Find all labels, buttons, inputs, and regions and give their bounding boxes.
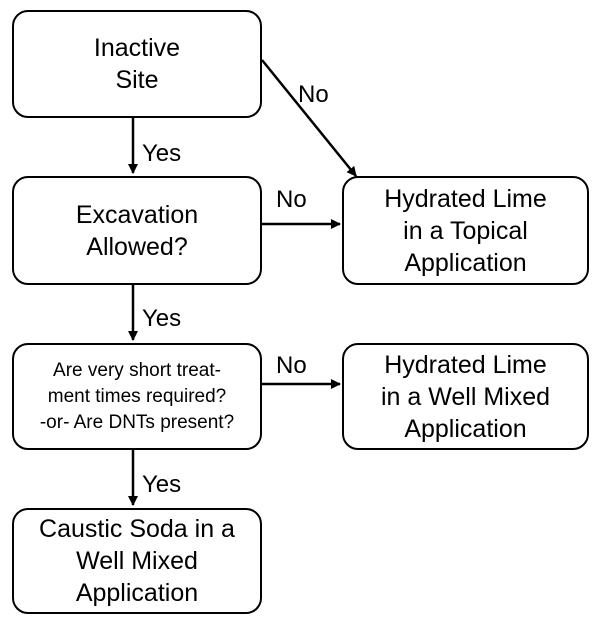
arrow-inactive-to-topical [261, 59, 357, 177]
node-short-times-question-text: Are very short treat- ment times require… [39, 359, 235, 433]
node-inactive-site: Inactive Site [12, 10, 262, 118]
node-caustic-soda: Caustic Soda in a Well Mixed Application [12, 508, 262, 614]
edge-label-question-well-mixed: No [276, 352, 307, 379]
node-lime-topical-text: Hydrated Lime in a Topical Application [384, 184, 547, 277]
edge-label-excavation-question: Yes [142, 305, 182, 332]
node-lime-topical: Hydrated Lime in a Topical Application [342, 176, 589, 285]
node-inactive-site-text: Inactive Site [93, 34, 181, 94]
node-lime-well-mixed-text: Hydrated Lime in a Well Mixed Applicatio… [380, 350, 551, 443]
node-caustic-soda-text: Caustic Soda in a Well Mixed Application [39, 515, 235, 607]
node-excavation-allowed: Excavation Allowed? [12, 176, 262, 285]
node-lime-well-mixed: Hydrated Lime in a Well Mixed Applicatio… [342, 343, 589, 450]
edge-label-inactive-excavation: Yes [142, 140, 182, 167]
edge-label-excavation-topical: No [276, 186, 307, 213]
node-short-times-question: Are very short treat- ment times require… [12, 343, 262, 450]
edge-label-question-caustic: Yes [142, 471, 182, 498]
node-excavation-allowed-text: Excavation Allowed? [75, 200, 199, 261]
edge-label-inactive-topical: No [298, 81, 329, 108]
